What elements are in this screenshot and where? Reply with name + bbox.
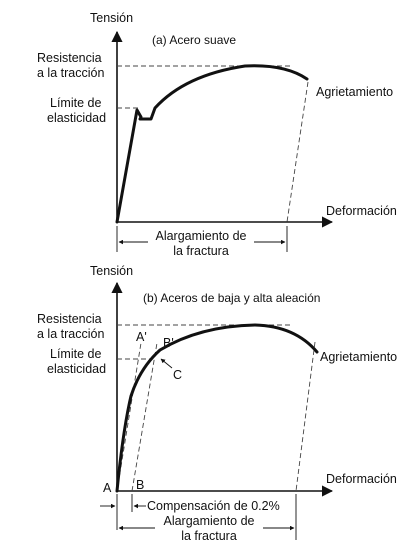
elongation-label-bottom-1: Alargamiento de <box>163 514 254 528</box>
point-b-prime-label: B' <box>163 336 174 350</box>
yield-point-label-top-2: elasticidad <box>47 111 106 125</box>
elongation-label-top-2: la fractura <box>173 244 229 258</box>
tensile-strength-label-bottom-2: a la tracción <box>37 327 104 341</box>
yield-point-label-top-1: Límite de <box>50 96 101 110</box>
x-axis-label-top: Deformación <box>326 204 397 218</box>
tensile-strength-label-top-2: a la tracción <box>37 66 104 80</box>
stress-curve-top <box>115 64 309 224</box>
yield-point-label-bottom-2: elasticidad <box>47 362 106 376</box>
point-c-label: C <box>173 368 182 382</box>
stress-curve-bottom <box>115 323 319 493</box>
elongation-label-bg-bottom <box>155 514 263 544</box>
elongation-label-top-1: Alargamiento de <box>155 229 246 243</box>
y-axis-label-top: Tensión <box>90 11 133 25</box>
point-c-arrow <box>160 358 173 369</box>
cracking-label-bottom: Agrietamiento <box>320 350 397 364</box>
point-b-label: B <box>136 478 144 492</box>
yield-point-label-bottom-1: Límite de <box>50 347 101 361</box>
offset-line-b-b-prime <box>131 342 158 492</box>
y-axis-label-bottom: Tensión <box>90 264 133 278</box>
tensile-strength-label-top-1: Resistencia <box>37 51 102 65</box>
title-bottom: (b) Aceros de baja y alta aleación <box>143 291 320 305</box>
offset-label: Compensación de 0.2% <box>147 499 280 513</box>
elongation-label-bottom-2: la fractura <box>181 529 237 543</box>
tensile-strength-label-bottom-1: Resistencia <box>37 312 102 326</box>
fracture-unload-line-top <box>286 81 309 223</box>
x-axis-label-bottom: Deformación <box>326 472 397 486</box>
mild-steel-diagram: Tensión (a) Acero suave Resistencia a la… <box>37 11 397 258</box>
elongation-label-bg-top <box>148 228 254 258</box>
alloy-steel-diagram: Tensión (b) Aceros de baja y alta aleaci… <box>37 264 397 544</box>
point-a-prime-label: A' <box>136 330 147 344</box>
title-top: (a) Acero suave <box>152 33 236 47</box>
point-a-label: A <box>103 481 112 495</box>
cracking-label-top: Agrietamiento <box>316 85 393 99</box>
fracture-unload-line-bottom <box>295 341 316 492</box>
